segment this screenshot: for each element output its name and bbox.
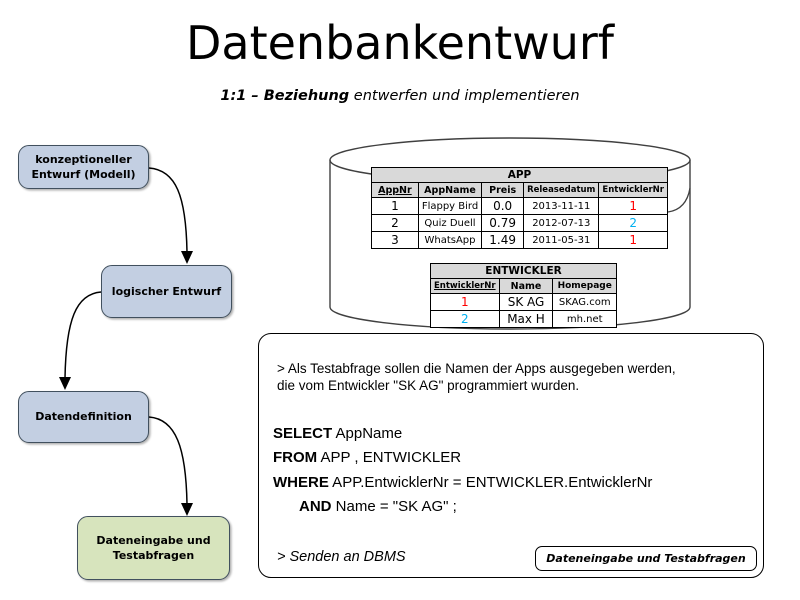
flow-box-dateneingabe-testabfragen[interactable]: Dateneingabe und Testabfragen <box>77 516 230 580</box>
flow-box-2-line1: logischer Entwurf <box>111 284 222 298</box>
table-app-title: APP <box>371 167 668 183</box>
bottom-label-text: Dateneingabe und Testabfragen <box>546 552 746 565</box>
col-releasedatum: Releasedatum <box>523 182 600 198</box>
table-entwickler-header-row: EntwicklerNr Name Homepage <box>430 278 617 294</box>
query-description-line1: > Als Testabfrage sollen die Namen der A… <box>277 361 676 376</box>
query-description: > Als Testabfrage sollen die Namen der A… <box>277 360 755 395</box>
sql-line-where: WHERE APP.EntwicklerNr = ENTWICKLER.Entw… <box>273 471 753 495</box>
table-row: 3 WhatsApp 1.49 2011-05-31 1 <box>371 231 668 249</box>
cell-name: SK AG <box>498 293 554 311</box>
cell-entwicklernr: 2 <box>598 214 668 232</box>
col-homepage: Homepage <box>552 278 617 294</box>
table-row: 1 SK AG SKAG.com <box>430 293 617 311</box>
cell-releasedatum: 2011-05-31 <box>523 231 600 249</box>
table-app-name-row: APP <box>371 167 668 183</box>
arrow-logisch-to-datendefinition <box>64 291 102 379</box>
flow-box-3-line1: Datendefinition <box>35 410 132 424</box>
col-entwicklernr: EntwicklerNr <box>430 278 500 294</box>
flow-box-logischer-entwurf[interactable]: logischer Entwurf <box>101 265 232 318</box>
table-entwickler-title: ENTWICKLER <box>430 263 617 279</box>
sql-keyword-from: FROM <box>273 449 318 467</box>
cell-preis: 1.49 <box>481 231 525 249</box>
table-app-header-row: AppNr AppName Preis Releasedatum Entwick… <box>371 182 668 198</box>
sql-where-condition: APP.EntwicklerNr = ENTWICKLER.Entwickler… <box>328 473 653 491</box>
cell-name: Max H <box>498 310 554 328</box>
cell-appname: Flappy Bird <box>417 197 483 215</box>
cell-entwicklernr: 1 <box>598 197 668 215</box>
subtitle-rest: entwerfen und implementieren <box>349 88 580 104</box>
query-description-line2: die vom Entwickler "SK AG" programmiert … <box>277 378 580 394</box>
cell-entwicklernr: 2 <box>430 310 500 328</box>
flow-box-1-line2: Entwurf (Modell) <box>31 168 136 181</box>
cell-homepage: SKAG.com <box>552 293 617 311</box>
sql-line-from: FROM APP , ENTWICKLER <box>273 446 753 470</box>
table-entwickler: ENTWICKLER EntwicklerNr Name Homepage 1 … <box>430 263 617 328</box>
sql-keyword-where: WHERE <box>273 473 329 491</box>
subtitle-strong: 1:1 – Beziehung <box>220 88 350 104</box>
sql-from-tables: APP , ENTWICKLER <box>317 449 462 467</box>
cell-preis: 0.0 <box>481 197 525 215</box>
query-panel <box>258 333 764 578</box>
cell-releasedatum: 2012-07-13 <box>523 214 600 232</box>
sql-and-condition: Name = "SK AG" ; <box>331 497 457 515</box>
sql-line-and: AND Name = "SK AG" ; <box>273 495 753 519</box>
cell-releasedatum: 2013-11-11 <box>523 197 600 215</box>
bottom-label-dateneingabe[interactable]: Dateneingabe und Testabfragen <box>535 546 757 571</box>
cell-homepage: mh.net <box>552 310 617 328</box>
col-appname: AppName <box>417 182 483 198</box>
cell-entwicklernr: 1 <box>598 231 668 249</box>
cell-appnr: 1 <box>371 197 419 215</box>
cell-appnr: 2 <box>371 214 419 232</box>
cell-appnr: 3 <box>371 231 419 249</box>
flow-box-konzeptioneller-entwurf[interactable]: konzeptioneller Entwurf (Modell) <box>18 145 149 189</box>
page-title: Datenbankentwurf <box>185 16 614 70</box>
send-to-dbms-note: > Senden an DBMS <box>277 549 406 565</box>
arrow-konzeptionell-to-logisch <box>148 167 188 253</box>
arrowhead-3 <box>181 503 193 516</box>
cell-preis: 0.79 <box>481 214 525 232</box>
table-entwickler-name-row: ENTWICKLER <box>430 263 617 279</box>
flow-box-1-line1: konzeptioneller <box>35 152 132 166</box>
col-preis: Preis <box>481 182 525 198</box>
cell-appname: WhatsApp <box>417 231 483 249</box>
table-app: APP AppNr AppName Preis Releasedatum Ent… <box>371 167 668 249</box>
table-row: 2 Max H mh.net <box>430 310 617 328</box>
flow-box-4-line1: Dateneingabe und <box>96 533 211 547</box>
arrowhead-2 <box>59 377 71 390</box>
arrow-datendefinition-to-dateneingabe <box>148 416 188 505</box>
sql-keyword-and: AND <box>299 497 332 515</box>
col-entwicklernr: EntwicklerNr <box>598 182 668 198</box>
sql-statement[interactable]: SELECT AppName FROM APP , ENTWICKLER WHE… <box>273 422 753 519</box>
page-subtitle: 1:1 – Beziehung entwerfen und implementi… <box>0 88 800 104</box>
col-appnr: AppNr <box>371 182 419 198</box>
col-name: Name <box>498 278 554 294</box>
cell-appname: Quiz Duell <box>417 214 483 232</box>
arrowhead-1 <box>181 251 193 264</box>
flow-box-4-line2: Testabfragen <box>112 549 195 562</box>
sql-select-fields: AppName <box>332 425 403 442</box>
flow-box-datendefinition[interactable]: Datendefinition <box>18 391 149 443</box>
cell-entwicklernr: 1 <box>430 293 500 311</box>
table-row: 2 Quiz Duell 0.79 2012-07-13 2 <box>371 214 668 232</box>
sql-keyword-select: SELECT <box>273 425 333 442</box>
sql-line-select: SELECT AppName <box>273 422 753 446</box>
fk-relationship-line <box>667 187 691 213</box>
table-row: 1 Flappy Bird 0.0 2013-11-11 1 <box>371 197 668 215</box>
